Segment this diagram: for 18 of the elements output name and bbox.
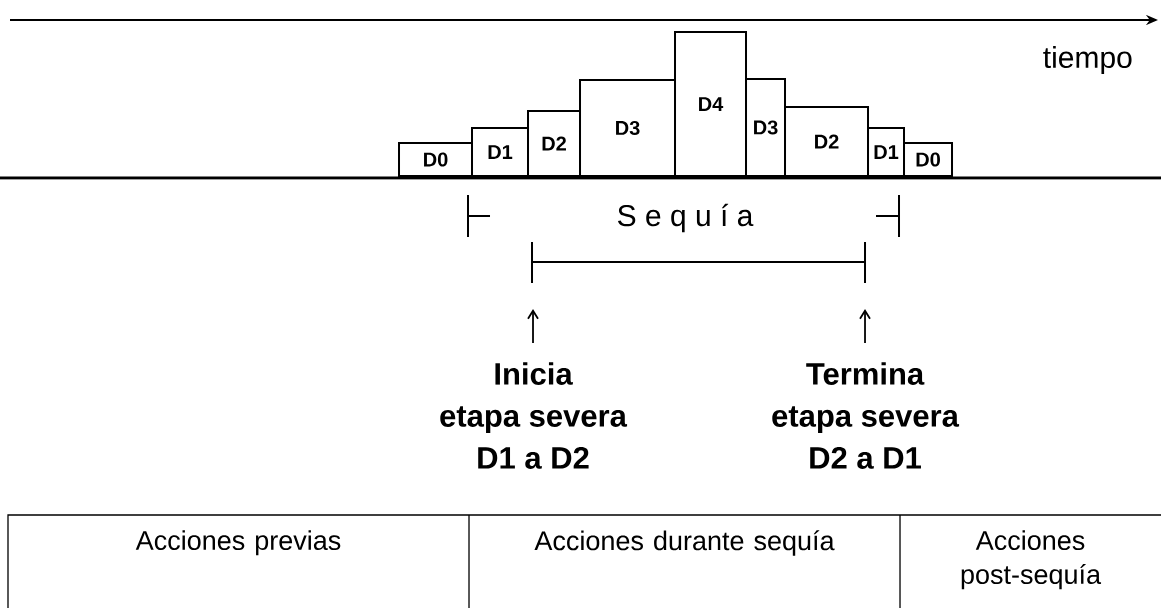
- drought-level-bar: D2: [784, 106, 869, 177]
- period-label: S e q u í a: [618, 203, 754, 233]
- table-cell-text: Acciones durante sequía: [534, 530, 835, 556]
- drought-level-bar: D1: [471, 127, 529, 177]
- table-cell-text: Acciones post-sequía: [961, 530, 1102, 590]
- drought-level-bar: D3: [579, 79, 676, 177]
- drought-level-bar: D1: [867, 127, 905, 177]
- stage-label: Termina etapa severa D2 a D1: [772, 362, 960, 469]
- stage-label: Inicia etapa severa D1 a D2: [440, 362, 628, 469]
- table-cell-text: Acciones previas: [135, 530, 341, 556]
- drought-level-bar: D3: [745, 78, 786, 177]
- arrow: [527, 309, 539, 344]
- drought-level-bar: D4: [674, 31, 747, 177]
- drought-level-bar: D0: [398, 142, 473, 177]
- drought-level-bar: D0: [903, 142, 953, 177]
- drought-level-bar: D2: [527, 110, 581, 177]
- axis-label: tiempo: [1043, 46, 1132, 74]
- arrow: [859, 309, 871, 344]
